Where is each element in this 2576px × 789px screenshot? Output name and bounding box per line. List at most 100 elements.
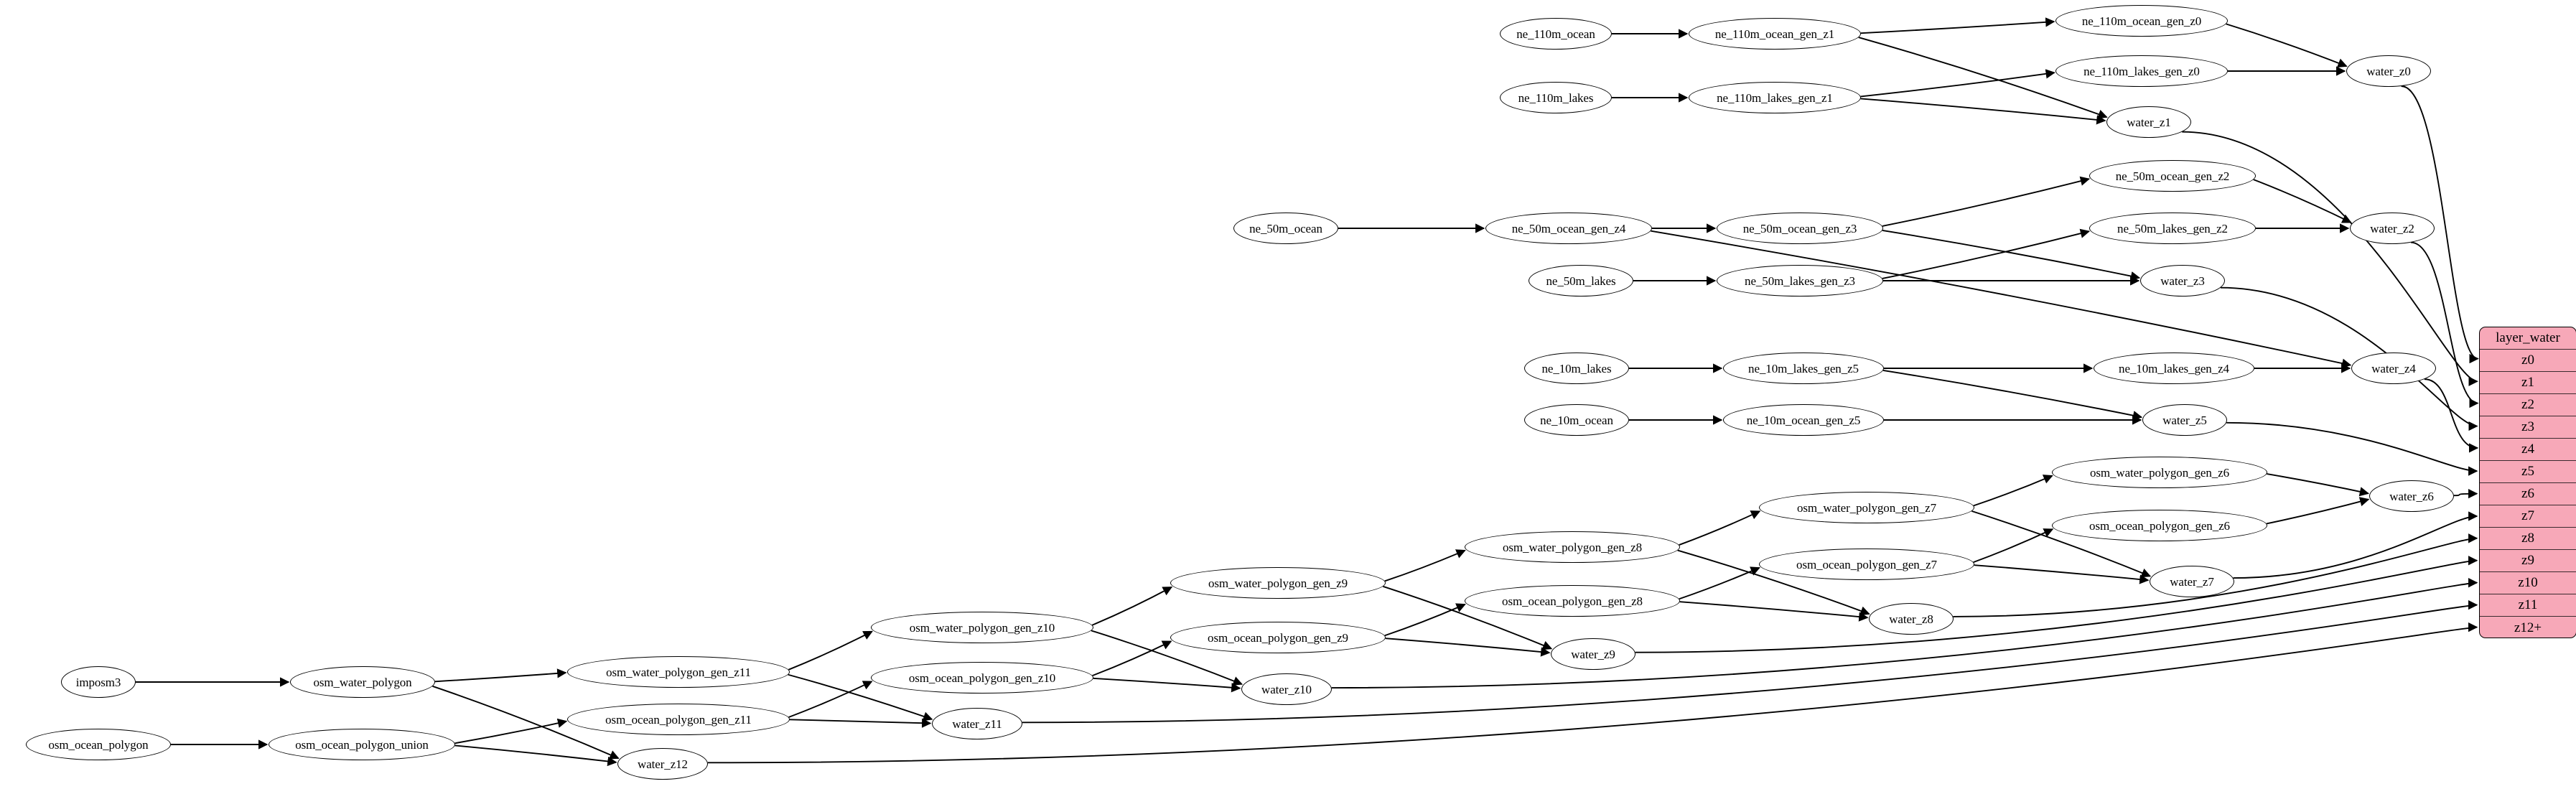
graph-edge xyxy=(1092,640,1172,676)
graph-node-ne_10m_lakes_gen_z4[interactable]: ne_10m_lakes_gen_z4 xyxy=(2094,353,2254,384)
graph-node-label: water_z3 xyxy=(2160,274,2205,288)
record-row-z2[interactable]: z2 xyxy=(2480,394,2576,416)
graph-node-water_z6[interactable]: water_z6 xyxy=(2369,480,2454,512)
graph-node-osm_ocean_polygon_union[interactable]: osm_ocean_polygon_union xyxy=(269,729,455,760)
graph-node-water_z8[interactable]: water_z8 xyxy=(1869,603,1954,635)
record-row-z6[interactable]: z6 xyxy=(2480,483,2576,505)
graph-node-label: ne_50m_ocean_gen_z2 xyxy=(2115,169,2230,183)
record-row-z12+[interactable]: z12+ xyxy=(2514,620,2542,635)
graph-edge xyxy=(1882,176,2091,227)
graph-node-osm_water_polygon[interactable]: osm_water_polygon xyxy=(290,666,435,698)
graph-node-label: ne_50m_ocean xyxy=(1249,221,1322,235)
graph-node-ne_50m_lakes_gen_z3[interactable]: ne_50m_lakes_gen_z3 xyxy=(1717,265,1883,297)
graph-node-water_z10[interactable]: water_z10 xyxy=(1241,673,1332,705)
graph-edge xyxy=(1635,556,2478,653)
graph-node-ne_110m_ocean_gen_z0[interactable]: ne_110m_ocean_gen_z0 xyxy=(2055,5,2228,37)
graph-node-osm_ocean_polygon_gen_z10[interactable]: osm_ocean_polygon_gen_z10 xyxy=(871,662,1093,694)
record-row-z0[interactable]: z0 xyxy=(2480,350,2576,372)
graph-node-water_z2[interactable]: water_z2 xyxy=(2350,213,2435,244)
graph-node-ne_110m_lakes[interactable]: ne_110m_lakes xyxy=(1500,82,1612,113)
record-row-z10[interactable]: z10 xyxy=(2480,572,2576,594)
graph-node-water_z9[interactable]: water_z9 xyxy=(1551,638,1635,670)
graph-node-water_z5[interactable]: water_z5 xyxy=(2142,404,2227,436)
graph-node-water_z12[interactable]: water_z12 xyxy=(617,748,708,780)
graph-edge xyxy=(788,681,873,718)
graph-node-ne_50m_ocean_gen_z4[interactable]: ne_50m_ocean_gen_z4 xyxy=(1485,213,1652,244)
graph-edge xyxy=(1971,510,2152,578)
graph-node-osm_ocean_polygon_gen_z8[interactable]: osm_ocean_polygon_gen_z8 xyxy=(1465,585,1680,617)
graph-node-label: water_z10 xyxy=(1261,682,1312,696)
graph-node-water_z4[interactable]: water_z4 xyxy=(2351,353,2436,384)
graph-node-label: water_z7 xyxy=(2170,574,2214,589)
record-row-z7[interactable]: z7 xyxy=(2480,505,2576,528)
graph-node-label: water_z4 xyxy=(2371,361,2416,375)
record-table-header: layer_water xyxy=(2480,327,2576,350)
graph-node-label: water_z0 xyxy=(2366,64,2411,78)
graph-edge xyxy=(2233,511,2478,579)
record-row-z8[interactable]: z8 xyxy=(2480,528,2576,550)
graph-edge xyxy=(1860,17,2055,34)
graph-node-osm_water_polygon_gen_z6[interactable]: osm_water_polygon_gen_z6 xyxy=(2052,457,2267,488)
graph-edge xyxy=(1974,564,2150,584)
graph-node-ne_50m_ocean_gen_z3[interactable]: ne_50m_ocean_gen_z3 xyxy=(1717,213,1883,244)
graph-node-osm_water_polygon_gen_z7[interactable]: osm_water_polygon_gen_z7 xyxy=(1759,492,1974,523)
graph-node-label: ne_50m_lakes xyxy=(1546,274,1616,288)
graph-node-water_z11[interactable]: water_z11 xyxy=(932,708,1022,739)
graph-edge xyxy=(1384,549,1466,582)
graph-node-osm_ocean_polygon_gen_z7[interactable]: osm_ocean_polygon_gen_z7 xyxy=(1759,548,1974,580)
record-row-z11[interactable]: z11 xyxy=(2480,594,2576,617)
graph-node-label: water_z2 xyxy=(2370,221,2414,235)
graph-node-osm_water_polygon_gen_z8[interactable]: osm_water_polygon_gen_z8 xyxy=(1465,531,1680,563)
graph-edge xyxy=(1651,230,2352,368)
graph-edge xyxy=(1882,370,2143,421)
graph-node-label: ne_10m_lakes xyxy=(1541,361,1612,375)
graph-node-label: osm_water_polygon_gen_z7 xyxy=(1796,500,1936,515)
graph-node-ne_110m_lakes_gen_z1[interactable]: ne_110m_lakes_gen_z1 xyxy=(1689,82,1861,113)
graph-node-ne_110m_ocean_gen_z1[interactable]: ne_110m_ocean_gen_z1 xyxy=(1689,18,1861,50)
graph-node-imposm3[interactable]: imposm3 xyxy=(61,666,136,698)
graph-node-ne_10m_ocean[interactable]: ne_10m_ocean xyxy=(1524,404,1629,436)
graph-edge xyxy=(2401,85,2479,364)
graph-node-label: water_z12 xyxy=(638,757,688,771)
graph-node-label: ne_110m_ocean xyxy=(1516,27,1595,41)
graph-node-ne_10m_ocean_gen_z5[interactable]: ne_10m_ocean_gen_z5 xyxy=(1723,404,1884,436)
graph-node-label: osm_water_polygon_gen_z9 xyxy=(1208,576,1348,590)
graph-edge xyxy=(1022,600,2478,724)
graph-node-osm_ocean_polygon[interactable]: osm_ocean_polygon xyxy=(26,729,171,760)
graph-node-ne_50m_ocean_gen_z2[interactable]: ne_50m_ocean_gen_z2 xyxy=(2089,160,2256,192)
graph-node-osm_ocean_polygon_gen_z11[interactable]: osm_ocean_polygon_gen_z11 xyxy=(567,704,790,735)
graph-edge xyxy=(788,630,873,671)
graph-edge xyxy=(1953,533,2478,617)
graph-node-osm_ocean_polygon_gen_z6[interactable]: osm_ocean_polygon_gen_z6 xyxy=(2052,510,2267,541)
graph-edge xyxy=(1091,586,1173,626)
graph-node-ne_50m_lakes_gen_z2[interactable]: ne_50m_lakes_gen_z2 xyxy=(2089,213,2256,244)
graph-node-ne_110m_lakes_gen_z0[interactable]: ne_110m_lakes_gen_z0 xyxy=(2055,55,2228,87)
record-row-z4[interactable]: z4 xyxy=(2480,439,2576,461)
graph-edge xyxy=(1091,630,1243,686)
record-row-z1[interactable]: z1 xyxy=(2480,372,2576,394)
record-row-z5[interactable]: z5 xyxy=(2480,461,2576,483)
graph-node-ne_10m_lakes[interactable]: ne_10m_lakes xyxy=(1524,353,1629,384)
graph-node-osm_water_polygon_gen_z11[interactable]: osm_water_polygon_gen_z11 xyxy=(567,656,790,688)
graph-node-label: ne_110m_lakes_gen_z1 xyxy=(1717,90,1833,105)
record-row-z3[interactable]: z3 xyxy=(2480,416,2576,439)
graph-node-water_z3[interactable]: water_z3 xyxy=(2140,265,2225,297)
graph-node-ne_50m_ocean[interactable]: ne_50m_ocean xyxy=(1233,213,1338,244)
graph-node-water_z1[interactable]: water_z1 xyxy=(2106,106,2191,138)
graph-node-water_z0[interactable]: water_z0 xyxy=(2346,55,2431,87)
graph-node-osm_water_polygon_gen_z9[interactable]: osm_water_polygon_gen_z9 xyxy=(1170,567,1386,599)
graph-edge xyxy=(2266,497,2370,525)
graph-node-label: ne_50m_lakes_gen_z3 xyxy=(1745,274,1855,288)
graph-node-osm_water_polygon_gen_z10[interactable]: osm_water_polygon_gen_z10 xyxy=(871,612,1093,643)
graph-node-ne_50m_lakes[interactable]: ne_50m_lakes xyxy=(1529,265,1633,297)
graph-edge xyxy=(1384,603,1466,637)
graph-node-ne_110m_ocean[interactable]: ne_110m_ocean xyxy=(1500,18,1612,50)
graph-node-water_z7[interactable]: water_z7 xyxy=(2150,566,2234,597)
graph-node-ne_10m_lakes_gen_z5[interactable]: ne_10m_lakes_gen_z5 xyxy=(1723,353,1884,384)
graph-node-label: osm_ocean_polygon_gen_z6 xyxy=(2089,518,2230,533)
graph-edge xyxy=(1860,69,2055,98)
record-row-z9[interactable]: z9 xyxy=(2480,550,2576,572)
graph-node-label: water_z11 xyxy=(952,716,1002,731)
graph-node-osm_ocean_polygon_gen_z9[interactable]: osm_ocean_polygon_gen_z9 xyxy=(1170,622,1386,653)
